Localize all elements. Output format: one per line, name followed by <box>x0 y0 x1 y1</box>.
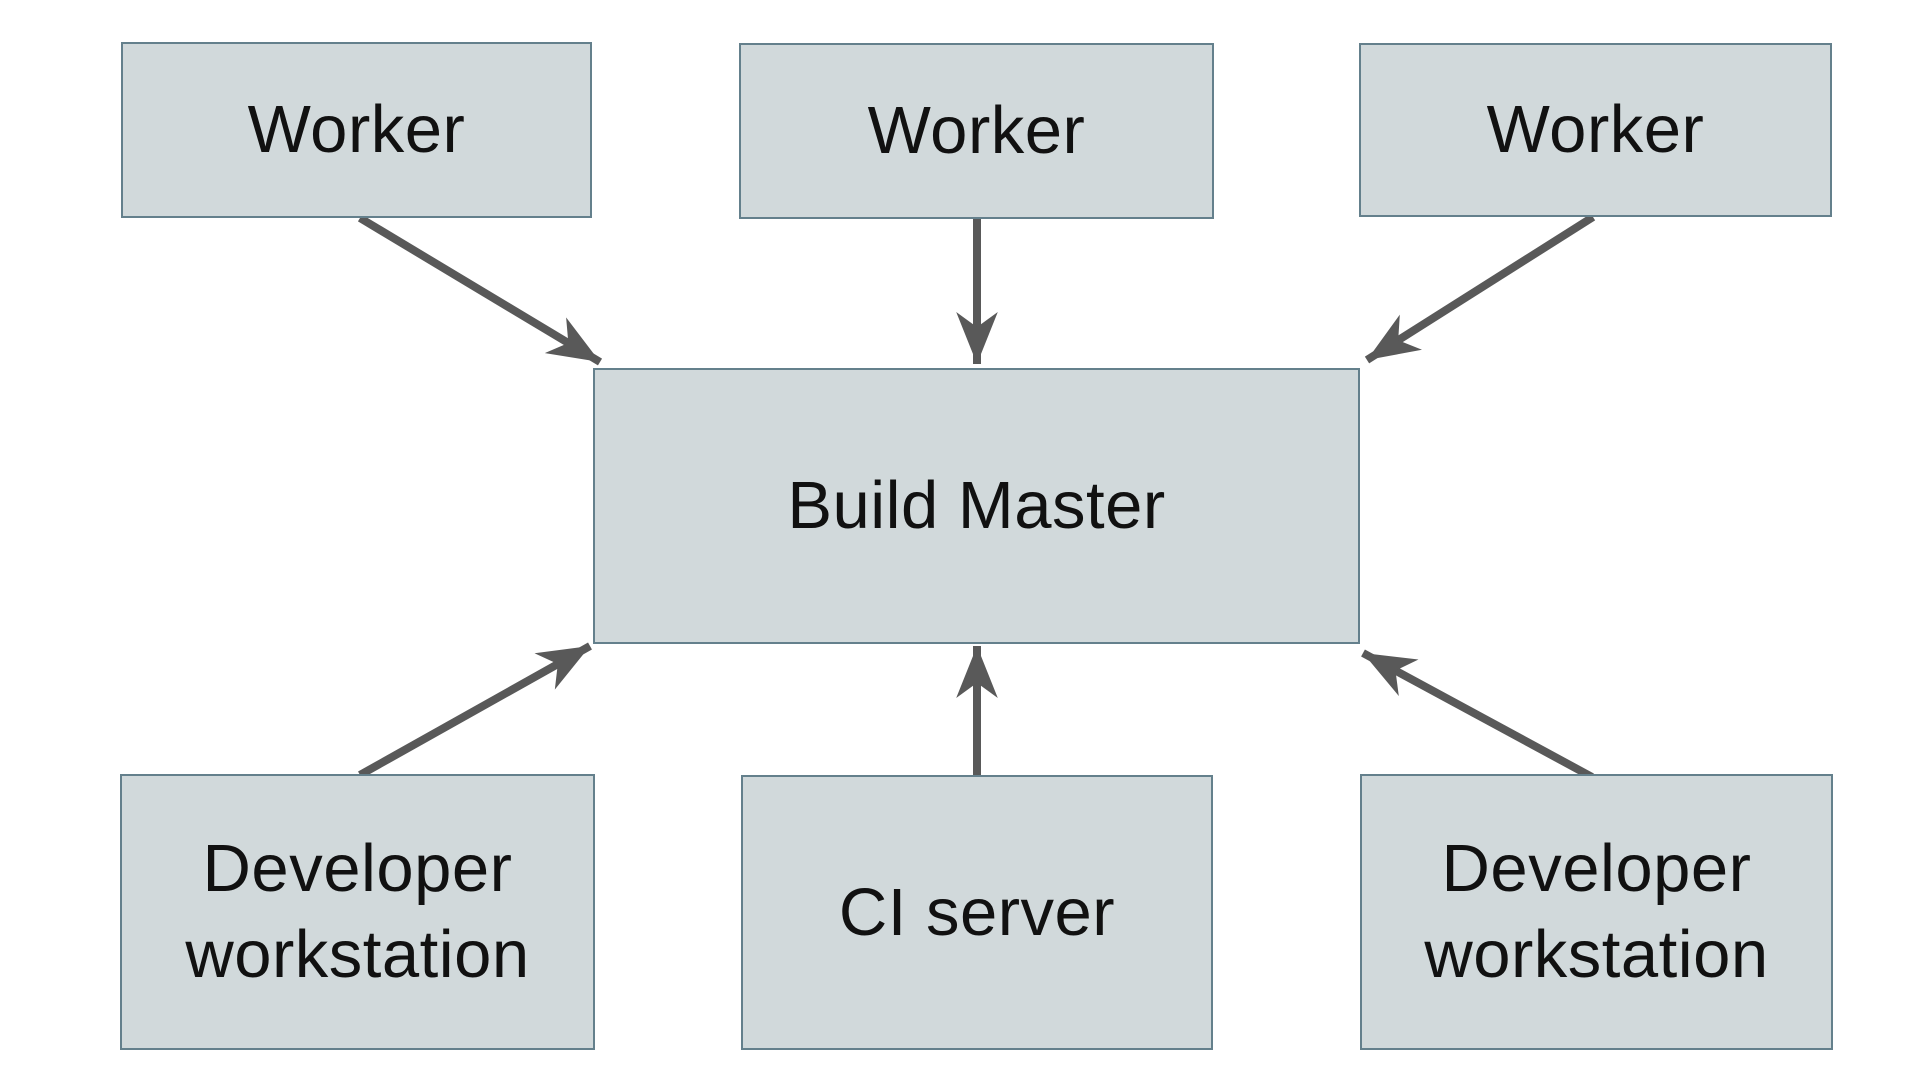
node-developer-workstation-right: Developer workstation <box>1360 774 1833 1050</box>
node-worker-1: Worker <box>121 42 592 218</box>
arrow-worker-3-to-build-master <box>1364 213 1596 364</box>
node-developer-workstation-left: Developer workstation <box>120 774 595 1050</box>
node-ci-server: CI server <box>741 775 1213 1050</box>
arrow-dev-workstation-right-to-build-master <box>1361 649 1594 781</box>
node-developer-workstation-right-label: Developer workstation <box>1424 831 1769 992</box>
node-ci-server-label: CI server <box>838 874 1116 950</box>
arrow-dev-workstation-left-to-build-master <box>358 642 592 779</box>
node-worker-3: Worker <box>1359 43 1832 217</box>
node-worker-1-label: Worker <box>247 92 466 168</box>
node-worker-2: Worker <box>739 43 1214 219</box>
node-worker-3-label: Worker <box>1486 92 1705 168</box>
node-worker-2-label: Worker <box>867 93 1086 169</box>
arrow-worker-1-to-build-master <box>357 214 603 366</box>
node-developer-workstation-left-label: Developer workstation <box>185 831 530 992</box>
node-build-master: Build Master <box>593 368 1360 644</box>
node-build-master-label: Build Master <box>787 468 1166 544</box>
